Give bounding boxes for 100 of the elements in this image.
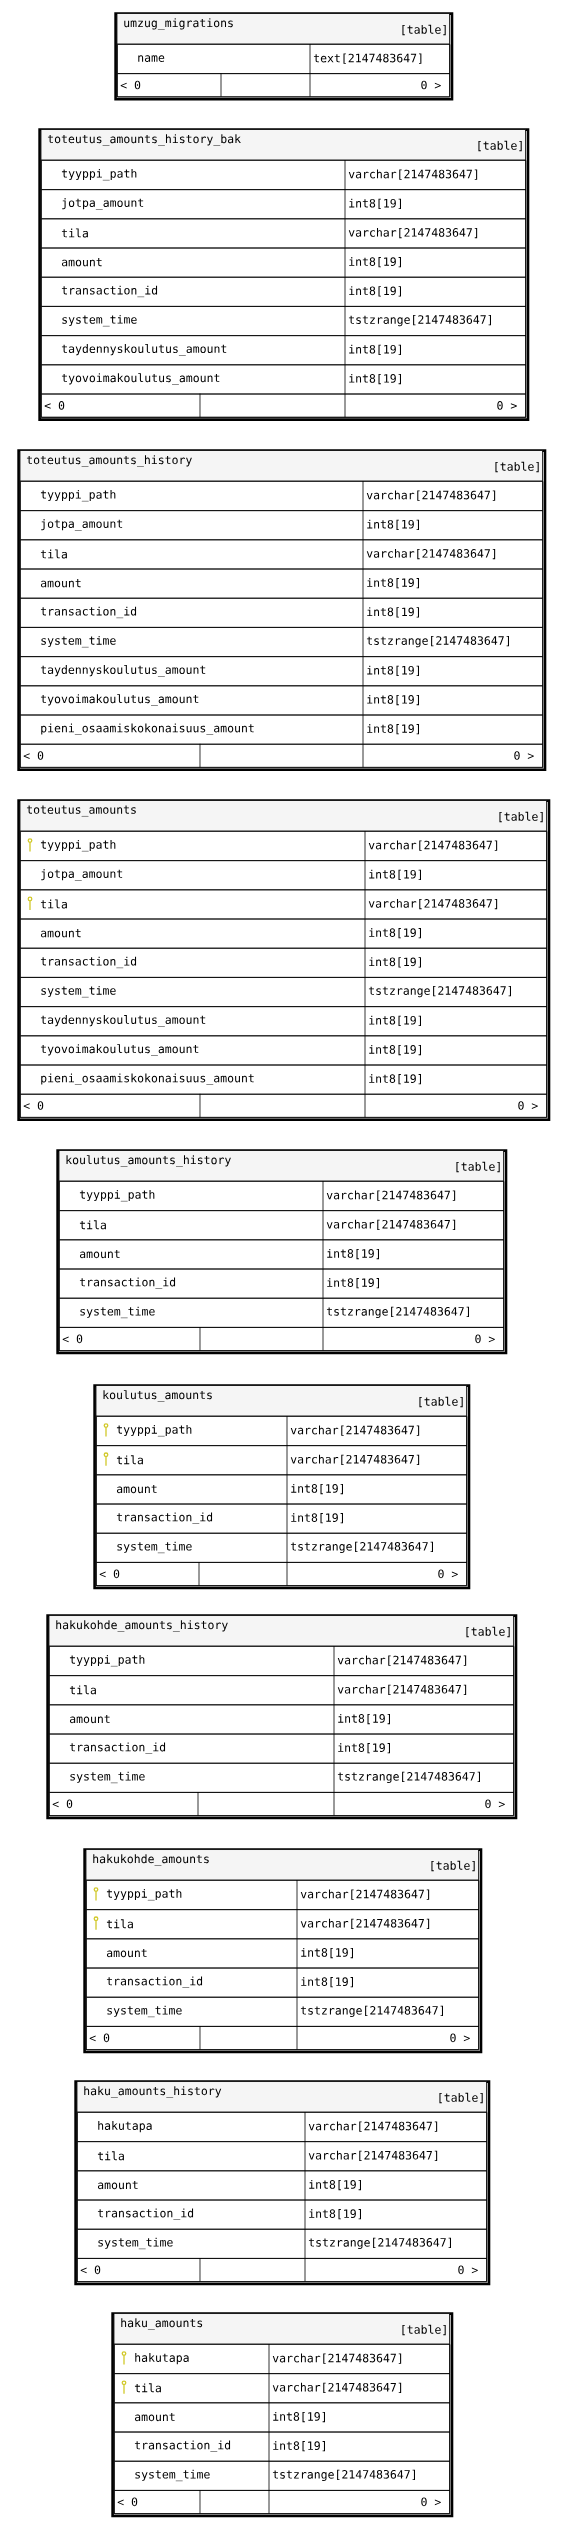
table-row bbox=[20, 1035, 548, 1066]
column-name: tyovoimakoulutus_amount bbox=[40, 1044, 199, 1056]
table-name: umzug_migrations bbox=[124, 18, 233, 30]
table-row bbox=[20, 480, 544, 511]
table-row bbox=[86, 1996, 480, 2027]
table-box bbox=[114, 12, 454, 101]
row-count: 0 > bbox=[421, 2497, 441, 2507]
table-footer bbox=[59, 1326, 505, 1352]
table-row bbox=[20, 830, 548, 861]
column-type: tstzrange[2147483647] bbox=[300, 2005, 443, 2017]
table-row bbox=[77, 2228, 488, 2259]
column-name: system_time bbox=[41, 635, 116, 648]
table-box bbox=[56, 1149, 508, 1355]
column-name: system_time bbox=[80, 1306, 155, 1319]
column-type: varchar[2147483647] bbox=[326, 1190, 456, 1201]
column-type: varchar[2147483647] bbox=[300, 1918, 430, 1929]
column-name: system_time bbox=[135, 2469, 210, 2482]
column-type: int8[19] bbox=[349, 198, 401, 209]
table-row bbox=[41, 247, 527, 278]
table-row bbox=[114, 2372, 451, 2404]
table-row bbox=[20, 597, 544, 628]
column-name: transaction_id bbox=[79, 1277, 176, 1289]
table-footer bbox=[114, 2489, 451, 2515]
column-type: int8[19] bbox=[327, 1248, 379, 1260]
row-count: 0 > bbox=[485, 1799, 505, 1809]
column-name: transaction_id bbox=[97, 2208, 194, 2220]
table-row bbox=[86, 1967, 480, 1998]
table-box bbox=[38, 128, 530, 421]
column-name: hakutapa bbox=[135, 2353, 189, 2365]
table-row bbox=[114, 2460, 451, 2491]
table-footer bbox=[20, 1093, 548, 1119]
column-name: amount bbox=[69, 1714, 110, 1724]
column-type: varchar[2147483647] bbox=[366, 490, 496, 501]
column-name: tyyppi_path bbox=[116, 1424, 192, 1437]
table-row bbox=[49, 1733, 515, 1764]
table-box bbox=[17, 449, 547, 772]
table-type-label: [table] bbox=[495, 461, 539, 473]
column-name: tila bbox=[116, 1455, 143, 1465]
table-row bbox=[41, 334, 527, 366]
table-type-label: [table] bbox=[419, 1396, 463, 1408]
column-type: tstzrange[2147483647] bbox=[308, 2237, 451, 2249]
column-name: tila bbox=[79, 1220, 106, 1230]
table-footer bbox=[86, 2025, 480, 2051]
column-type: varchar[2147483647] bbox=[326, 1219, 456, 1230]
column-type: varchar[2147483647] bbox=[272, 2353, 402, 2364]
column-type: varchar[2147483647] bbox=[366, 548, 496, 560]
column-name: taydennyskoulutus_amount bbox=[40, 1015, 206, 1027]
column-type: int8[19] bbox=[369, 1044, 421, 1056]
column-type: varchar[2147483647] bbox=[308, 2121, 438, 2132]
column-name: system_time bbox=[70, 1771, 145, 1784]
column-name: tila bbox=[97, 2151, 124, 2161]
column-type: int8[19] bbox=[327, 1278, 379, 1289]
table-box bbox=[111, 2312, 454, 2518]
table-row bbox=[20, 918, 548, 949]
column-name: tyyppi_path bbox=[79, 1189, 155, 1202]
table-row bbox=[20, 859, 548, 891]
column-type: int8[19] bbox=[367, 724, 419, 735]
column-type: int8[19] bbox=[301, 1977, 353, 1988]
table-row bbox=[59, 1268, 505, 1299]
column-type: int8[19] bbox=[338, 1713, 390, 1725]
table-name: hakukohde_amounts_history bbox=[56, 1620, 228, 1632]
column-name: tila bbox=[61, 228, 88, 238]
column-name: tila bbox=[69, 1685, 96, 1695]
column-type: tstzrange[2147483647] bbox=[272, 2469, 415, 2481]
table-box bbox=[17, 799, 551, 1122]
column-name: tila bbox=[134, 2383, 161, 2393]
column-name: system_time bbox=[41, 985, 116, 998]
column-type: int8[19] bbox=[309, 2179, 361, 2191]
column-name: pieni_osaamiskokonaisuus_amount bbox=[41, 723, 254, 735]
table-type-label: [table] bbox=[456, 1161, 500, 1173]
row-count: 0 > bbox=[421, 80, 441, 90]
column-type: int8[19] bbox=[338, 1743, 390, 1754]
table-row bbox=[114, 2431, 451, 2462]
table-row bbox=[59, 1297, 505, 1328]
column-type: int8[19] bbox=[301, 1947, 353, 1959]
column-name: tyyppi_path bbox=[61, 168, 137, 181]
column-type: varchar[2147483647] bbox=[290, 1425, 420, 1436]
table-name: toteutus_amounts_history bbox=[26, 455, 192, 467]
column-type: int8[19] bbox=[367, 665, 419, 676]
table-box bbox=[46, 1614, 518, 1820]
column-name: name bbox=[138, 55, 165, 62]
row-count: < 0 bbox=[62, 1334, 83, 1344]
column-type: int8[19] bbox=[367, 519, 419, 530]
column-type: int8[19] bbox=[349, 344, 401, 355]
table-row bbox=[96, 1532, 468, 1563]
column-name: amount bbox=[106, 1948, 147, 1958]
table-row bbox=[20, 1064, 548, 1095]
table-name: haku_amounts_history bbox=[84, 2086, 222, 2098]
column-type: tstzrange[2147483647] bbox=[368, 986, 511, 998]
table-type-label: [table] bbox=[439, 2092, 483, 2104]
column-name: amount bbox=[40, 929, 81, 938]
row-count: 0 > bbox=[518, 1101, 538, 1110]
table-row bbox=[96, 1503, 468, 1534]
column-name: tyovoimakoulutus_amount bbox=[61, 373, 220, 385]
column-type: int8[19] bbox=[349, 257, 401, 268]
table-type-label: [table] bbox=[466, 1626, 510, 1638]
table-type-label: [table] bbox=[402, 24, 446, 36]
column-name: amount bbox=[40, 579, 81, 588]
row-count: < 0 bbox=[120, 80, 141, 90]
row-count: < 0 bbox=[99, 1569, 120, 1579]
